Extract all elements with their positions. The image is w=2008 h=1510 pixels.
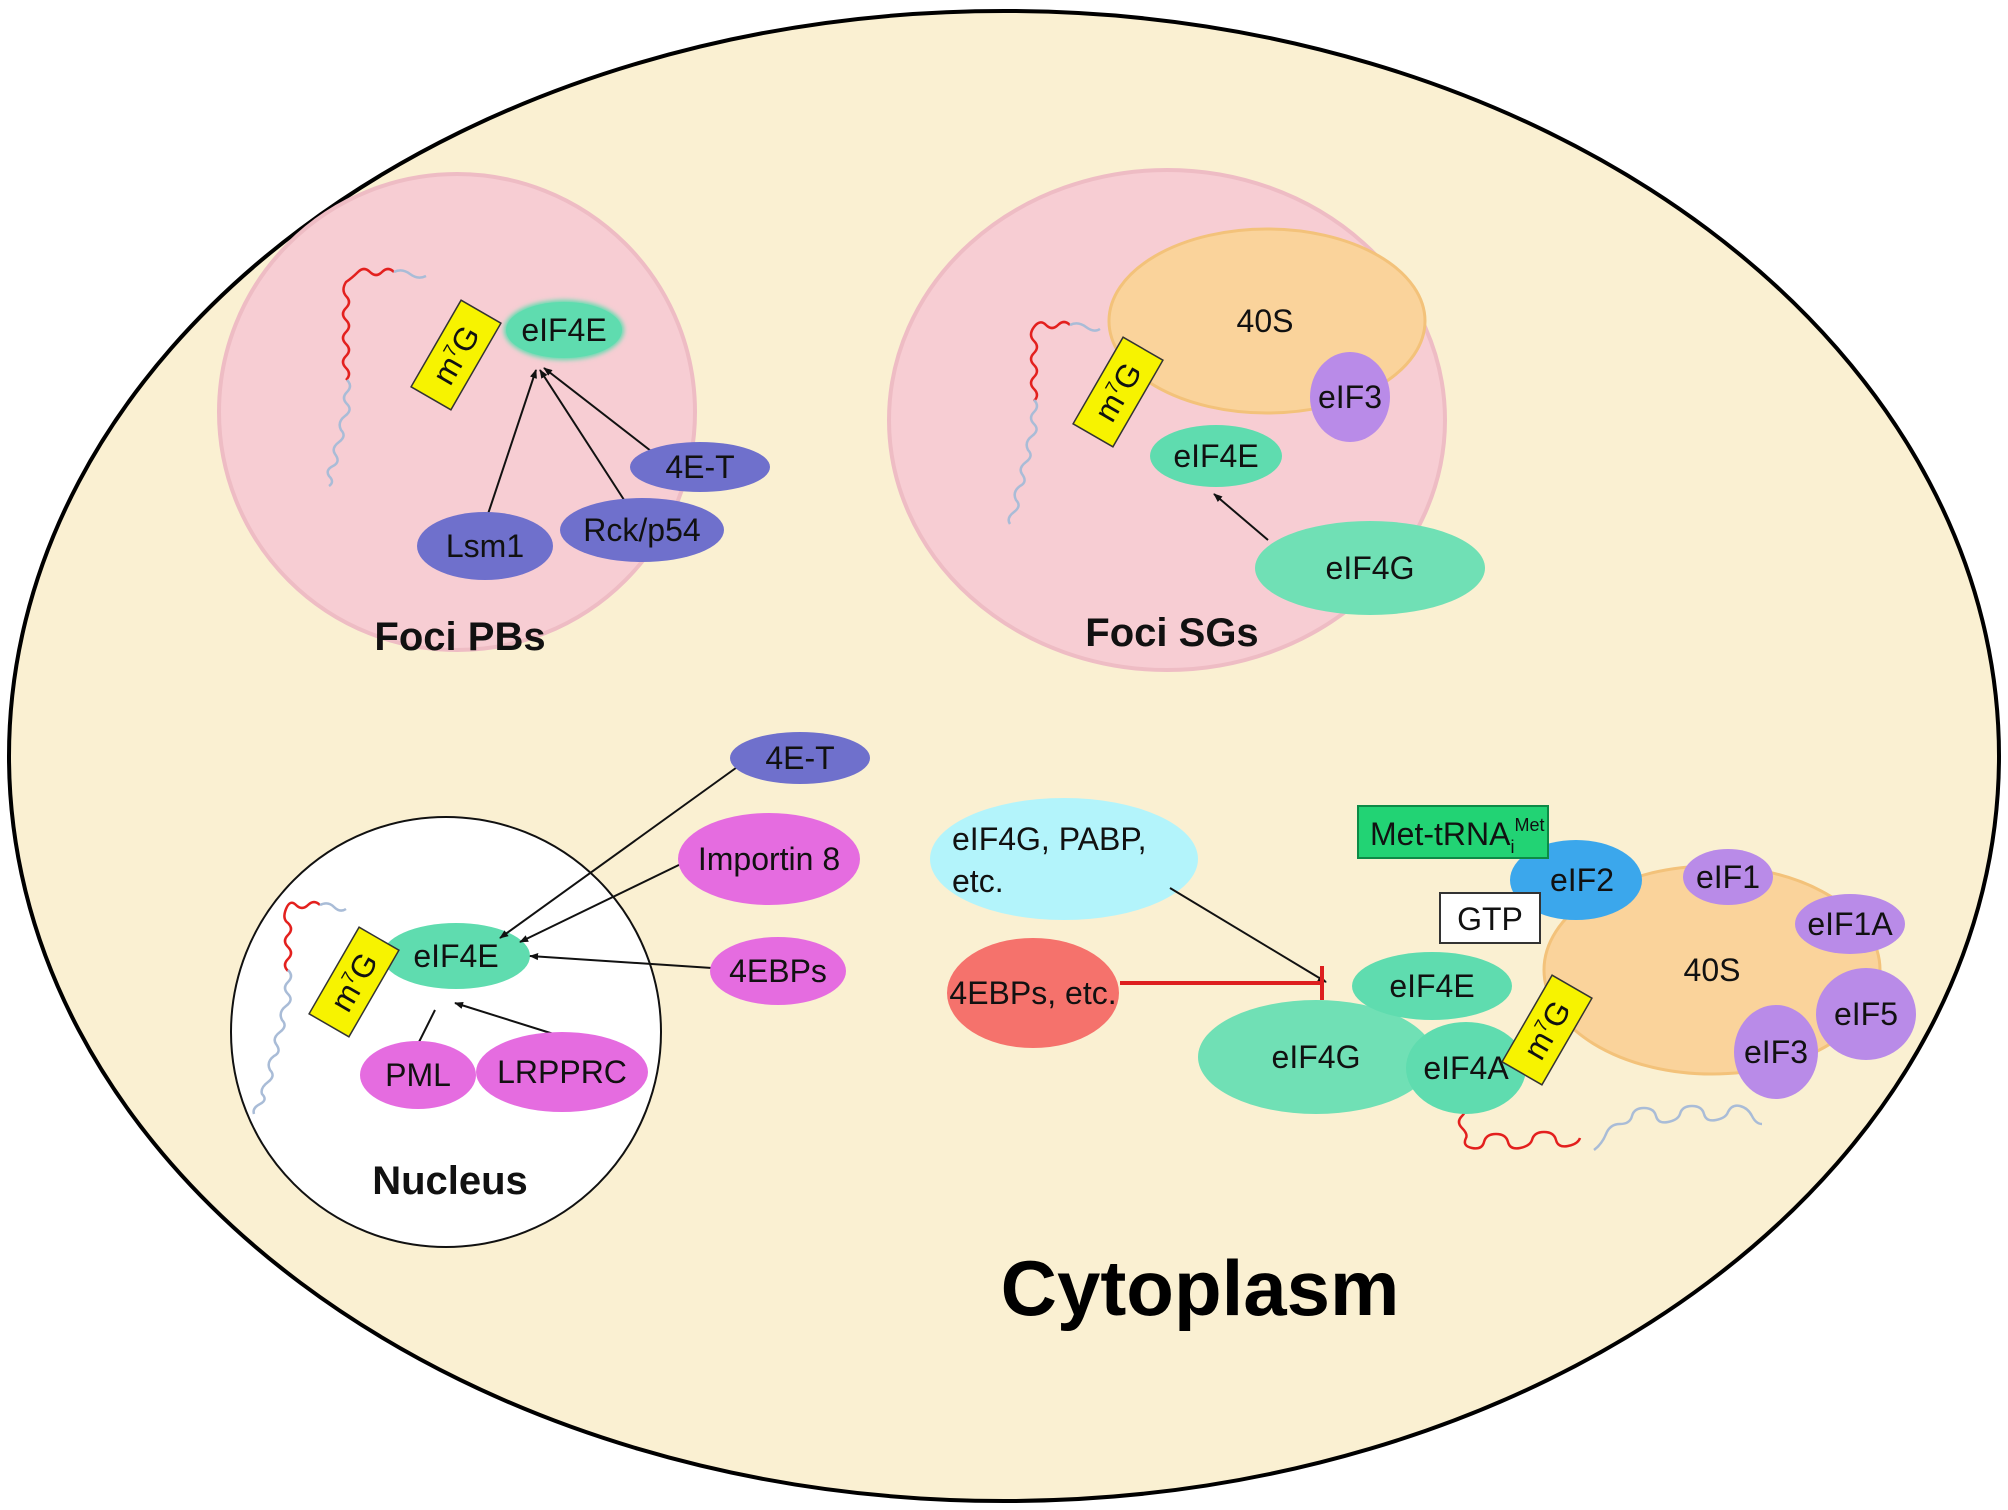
foci-sgs-region: 40S eIF3 eIF4E m7G eIF4G Foci SGs xyxy=(887,168,1485,672)
mrna-red-strand xyxy=(341,267,395,381)
m7g-cap-nucleus: m7G xyxy=(308,926,400,1038)
eif1-label: eIF1 xyxy=(1696,859,1760,895)
eif4a xyxy=(1406,1022,1526,1114)
eif3-sgs-label: eIF3 xyxy=(1318,379,1382,415)
importin8-label: Importin 8 xyxy=(698,841,840,877)
40s-sgs-label: 40S xyxy=(1237,303,1294,339)
nucleus-region: eIF4E m7G PML LRPPRC Nucleus xyxy=(230,816,662,1248)
rck-p54 xyxy=(560,498,724,562)
4et-cytoplasm-label: 4E-T xyxy=(765,740,834,776)
mrna-red-strand-nucleus xyxy=(283,900,321,972)
arrow-lsm1-to-cap xyxy=(485,369,537,521)
4ebps-cytoplasm-label: 4EBPs xyxy=(729,953,827,989)
foci-pbs-region: eIF4E m7G 4E-T Lsm1 Rck/p54 Foci PBs xyxy=(217,172,770,659)
eif1 xyxy=(1683,849,1773,905)
eif4a-label: eIF4A xyxy=(1423,1050,1509,1086)
arrow-rck-to-cap xyxy=(539,369,629,507)
cytoplasm-title: Cytoplasm xyxy=(1001,1244,1400,1332)
eif1a xyxy=(1795,894,1905,954)
arrow-eif4g-to-eif4e-sgs xyxy=(1213,493,1269,541)
mrna-blue-strand xyxy=(326,269,427,488)
arrow-4ebps-to-nucleus xyxy=(529,952,713,969)
eif5 xyxy=(1816,968,1916,1060)
met-trna-box xyxy=(1357,805,1549,859)
lsm1 xyxy=(417,512,553,580)
40s-complex-label: 40S xyxy=(1684,952,1741,988)
mrna-red-strand-sgs xyxy=(1029,320,1071,402)
importin8 xyxy=(678,813,860,905)
eif4e-nucleus xyxy=(382,923,530,989)
eif4e-nucleus-label: eIF4E xyxy=(413,938,498,974)
eif4e-complex xyxy=(1352,952,1512,1020)
eif4e-pbs-label: eIF4E xyxy=(521,312,606,348)
arrow-4et-to-cap xyxy=(543,367,661,459)
foci-pbs-title: Foci PBs xyxy=(374,615,545,659)
met-trna-label: Met-tRNAiMet xyxy=(1370,815,1544,857)
m7g-cap-sgs: m7G xyxy=(1072,336,1164,448)
eif4g-pabp-label-1: eIF4G, PABP, xyxy=(952,821,1146,857)
foci-sgs-title: Foci SGs xyxy=(1085,611,1258,655)
lsm1-label: Lsm1 xyxy=(446,528,524,564)
pml-label: PML xyxy=(385,1057,451,1093)
gtp-box xyxy=(1439,892,1541,944)
4et-cytoplasm xyxy=(730,732,870,784)
eif2-label: eIF2 xyxy=(1550,862,1614,898)
mrna-blue-strand-sgs xyxy=(1007,322,1101,525)
4ebps-etc xyxy=(947,938,1119,1048)
arrow-lrpprc-to-eif4e xyxy=(454,1001,561,1037)
arrow-4et-to-nucleus xyxy=(499,764,741,939)
eif1a-label: eIF1A xyxy=(1807,906,1893,942)
m7g-cap-complex: m7G xyxy=(1501,974,1593,1086)
4ebps-etc-label: 4EBPs, etc. xyxy=(949,975,1116,1011)
eif4g-pabp xyxy=(930,798,1198,920)
nucleus-title: Nucleus xyxy=(372,1159,528,1203)
arrow-eif4g-pabp-to-eif4e xyxy=(1169,887,1327,983)
pml xyxy=(360,1041,476,1109)
eif5-label: eIF5 xyxy=(1834,996,1898,1032)
4et-pbs xyxy=(630,442,770,492)
nucleus-circle xyxy=(230,816,662,1248)
eif4e-sgs-label: eIF4E xyxy=(1173,438,1258,474)
eif4g-pabp-label-2: etc. xyxy=(952,863,1004,899)
eif2 xyxy=(1510,840,1642,920)
mrna-blue-strand-nucleus xyxy=(252,902,347,1115)
eif4g-complex-label: eIF4G xyxy=(1272,1039,1361,1075)
m7g-cap-pbs: m7G xyxy=(410,299,502,411)
foci-pbs-circle xyxy=(217,172,697,652)
4et-pbs-label: 4E-T xyxy=(665,449,734,485)
eif4g-complex xyxy=(1198,1000,1434,1114)
mrna-blue-strand-complex xyxy=(1593,1104,1763,1151)
eif4g-sgs-label: eIF4G xyxy=(1326,550,1415,586)
lrpprc xyxy=(476,1032,648,1112)
eif3-complex xyxy=(1734,1005,1818,1099)
initiation-complex: eIF4G, PABP, etc. 4EBPs, etc. 40S eIF1 e… xyxy=(930,798,1916,1151)
4ebps-cytoplasm xyxy=(710,937,846,1005)
gtp-label: GTP xyxy=(1457,901,1523,937)
eif4e-complex-label: eIF4E xyxy=(1389,968,1474,1004)
eif4g-sgs xyxy=(1255,521,1485,615)
eif4e-pbs-core xyxy=(506,302,622,358)
arrow-importin8-to-nucleus xyxy=(519,861,686,943)
lrpprc-label: LRPPRC xyxy=(497,1054,627,1090)
eif3-complex-label: eIF3 xyxy=(1744,1034,1808,1070)
eif3-sgs xyxy=(1310,352,1390,442)
eif4e-sgs xyxy=(1150,425,1282,487)
rck-p54-label: Rck/p54 xyxy=(583,512,700,548)
